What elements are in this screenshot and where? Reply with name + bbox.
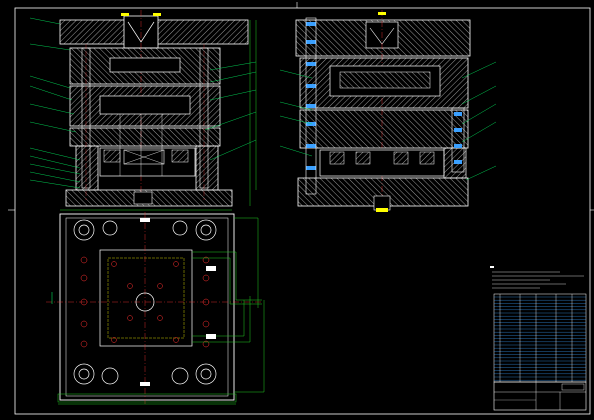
guide-hole-bl [73,363,95,385]
support-plate [69,127,221,147]
guide-hole-tr [195,219,217,241]
technical-notes [490,266,584,289]
section-view-left [29,10,257,211]
title-block [493,381,587,411]
plan-cavity [99,249,193,347]
section-view-right [279,10,497,212]
spacer-block-right [195,145,219,191]
plan-view [46,212,265,405]
guide-hole-tl [73,219,95,241]
sheet-border [8,2,594,415]
guide-hole-br [195,363,217,385]
parts-list [493,293,587,383]
plan-outer-plate [59,213,235,401]
core-plate-r [299,109,469,149]
sprue-hole [135,292,155,312]
